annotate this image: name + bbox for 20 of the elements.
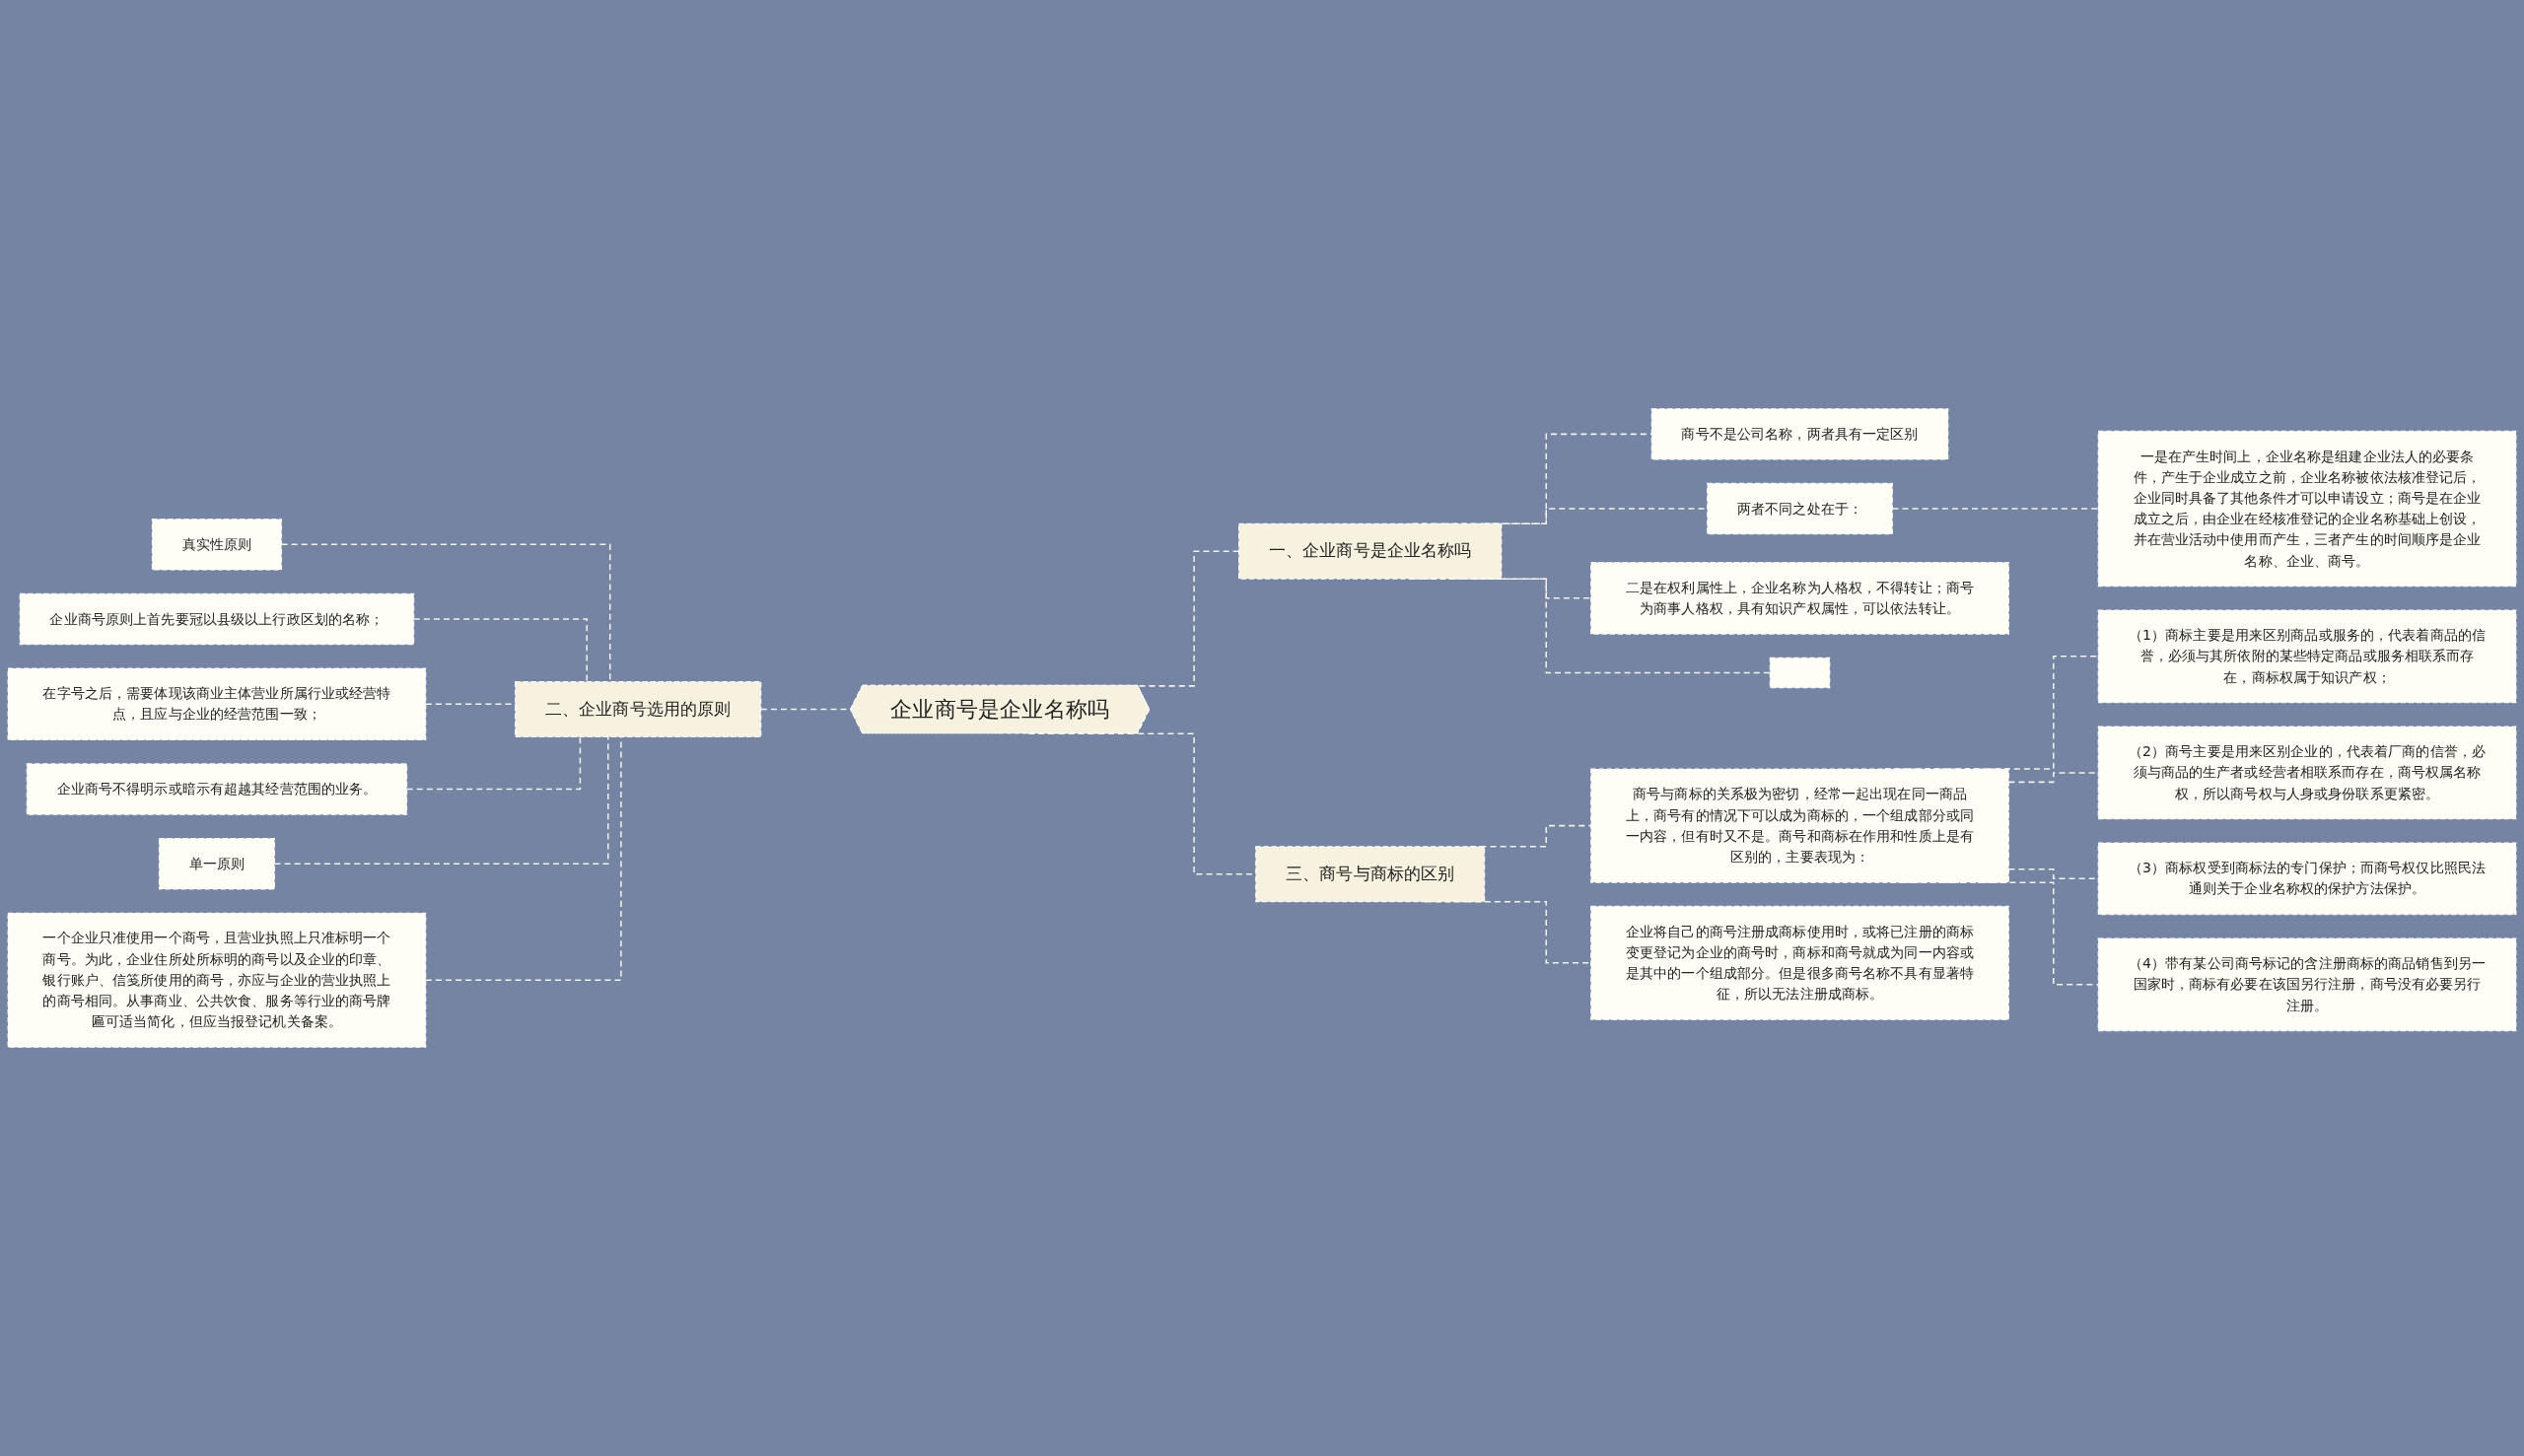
- node-box: 商号不是公司名称，两者具有一定区别: [1650, 408, 1949, 460]
- node-box: 单一原则: [158, 838, 275, 890]
- node-box: 企业商号不得明示或暗示有超越其经营范围的业务。: [26, 763, 408, 815]
- node-box: （4）带有某公司商号标记的含注册商标的商品销售到另一国家时，商标有必要在该国另行注册，商号没有必要另行注册。: [2097, 937, 2517, 1032]
- node-box: 一、企业商号是企业名称吗: [1238, 522, 1503, 580]
- node-box: 一是在产生时间上，企业名称是组建企业法人的必要条件，产生于企业成立之前，企业名称被依法核准登记后，企业同时具备了其他条件才可以申请设立；商号是在企业成立之后，由企业在经核准登记的企业名称基础上创设，并在营业活动中使用而产生，三者产生的时间顺序是企业名称、企业、商号。: [2097, 430, 2517, 588]
- node-box: 二、企业商号选用的原则: [515, 681, 762, 738]
- node-box: （1）商标主要是用来区别商品或服务的，代表着商品的信誉，必须与其所依附的某些特定商品或服务相联系而存在，商标权属于知识产权；: [2097, 609, 2517, 704]
- node-box: 一个企业只准使用一个商号，且营业执照上只准标明一个商号。为此，企业住所处所标明的商号以及企业的印章、银行账户、信笺所使用的商号，亦应与企业的营业执照上的商号相同。从事商业、公共饮食、服务等行业的商号牌匾可适当简化，但应当报登记机关备案。: [7, 912, 427, 1048]
- node-box: 企业商号原则上首先要冠以县级以上行政区划的名称；: [19, 592, 415, 646]
- node-box: 三、商号与商标的区别: [1255, 846, 1486, 903]
- node-box: 在字号之后，需要体现该商业主体营业所属行业或经营特点，且应与企业的经营范围一致；: [7, 667, 427, 741]
- node-box: [1769, 657, 1831, 689]
- node-box: （2）商号主要是用来区别企业的，代表着厂商的信誉，必须与商品的生产者或经营者相联系而存在，商号权属名称权，所以商号权与人身或身份联系更紧密。: [2097, 726, 2517, 820]
- node-box: 商号与商标的关系极为密切，经常一起出现在同一商品上，商号有的情况下可以成为商标的，一个组成部分或同一内容，但有时又不是。商号和商标在作用和性质上是有区别的，主要表现为：: [1590, 768, 2009, 883]
- node-box: 两者不同之处在于：: [1707, 482, 1893, 535]
- node-box: 真实性原则: [151, 519, 283, 571]
- node-box: 二是在权利属性上，企业名称为人格权，不得转让；商号为商事人格权，具有知识产权属性，可以依法转让。: [1590, 562, 2009, 635]
- node-box: 企业将自己的商号注册成商标使用时，或将已注册的商标变更登记为企业的商号时，商标和商号就成为同一内容或是其中的一个组成部分。但是很多商号名称不具有显著特征，所以无法注册成商标。: [1590, 905, 2009, 1020]
- node-box: （3）商标权受到商标法的专门保护；而商号权仅比照民法通则关于企业名称权的保护方法保护。: [2097, 842, 2517, 916]
